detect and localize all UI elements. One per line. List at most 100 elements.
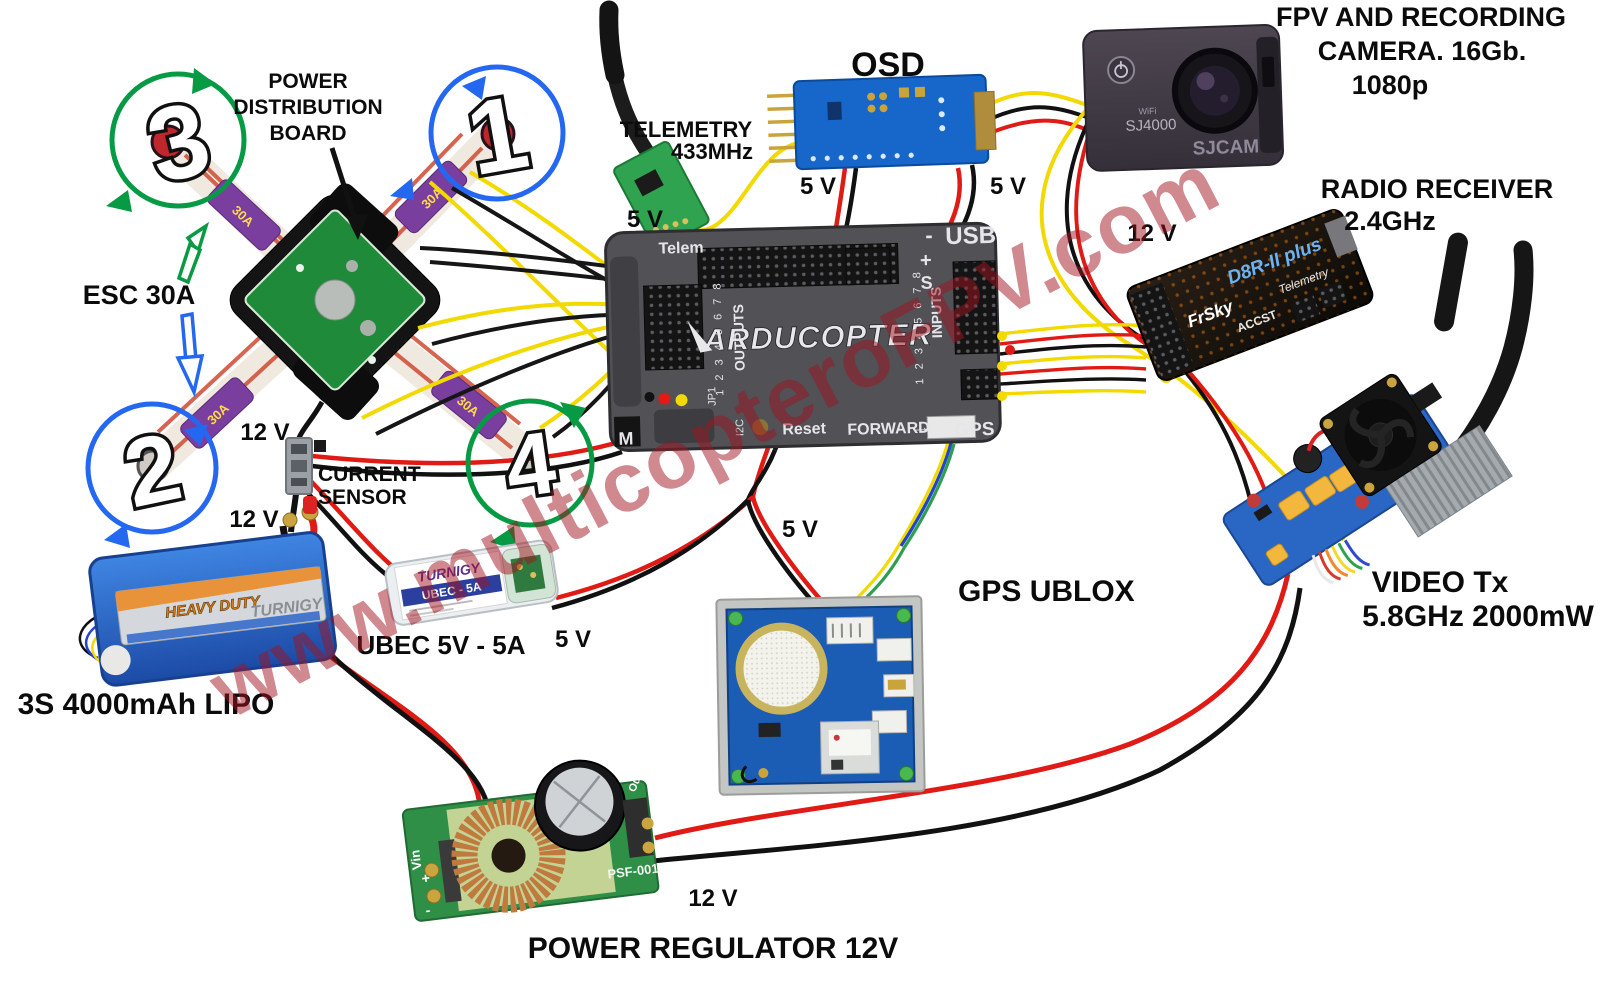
receiver-antenna-mount <box>1324 215 1358 258</box>
motor-1 <box>480 116 516 152</box>
apm-usb-label: USB <box>945 222 996 250</box>
motor3-number: 3 <box>137 80 221 207</box>
camera-model-text: SJ4000 <box>1125 116 1176 135</box>
voltage-label: 12 V <box>688 885 737 912</box>
motor-2 <box>136 449 170 483</box>
esc-blue-arrow-icon <box>180 311 198 365</box>
regulator-model-text: PSF-001 <box>607 861 660 882</box>
esc-blue-arrow-icon <box>175 354 205 398</box>
voltage-label: 12 V <box>240 419 289 446</box>
esc-green-arrow-icon <box>176 241 203 285</box>
pdb-pointer-line <box>329 147 358 221</box>
apm-gps-connector <box>926 414 977 440</box>
camera-wifi-text: WiFi <box>1138 106 1156 117</box>
battery-connector-heatshrink <box>303 496 317 514</box>
receiver-label: RADIO RECEIVER <box>1321 174 1554 204</box>
apm-inputs-label: INPUTS <box>928 287 945 339</box>
esc-label: ESC 30A <box>83 280 196 310</box>
gps-backup-battery <box>735 622 828 715</box>
apm-inputs-numbers: 1 2 3 4 5 6 7 8 <box>911 269 926 385</box>
osd-connector <box>973 90 997 151</box>
receiver-label: 2.4GHz <box>1344 206 1436 236</box>
receiver-antenna-icon <box>1434 232 1468 332</box>
current-sensor <box>285 437 326 495</box>
telemetry-label: TELEMETRY <box>620 117 753 142</box>
osd-board <box>766 73 997 171</box>
ubec: TURNIGY UBEC - 5A <box>384 539 559 626</box>
power-button-icon <box>1107 56 1136 85</box>
apm-outputs-label: OUTPUTS <box>730 304 748 371</box>
lipo-label: 3S 4000mAh LIPO <box>18 688 275 721</box>
apm-outputs-connector <box>643 284 705 371</box>
apm-pm-label: M <box>618 428 634 448</box>
camera-label: 1080p <box>1352 70 1429 100</box>
regulator-vin-text: Vin <box>407 849 424 871</box>
gps-antenna-pigtail <box>740 765 758 784</box>
motor2-arrow-icon <box>184 424 208 446</box>
fpv-camera: WiFi SJ4000 SJCAM <box>1082 23 1285 172</box>
pdb-pointer-arrowhead-icon <box>346 214 368 240</box>
motor4-rotation-circle <box>465 398 595 528</box>
apm-logo-swoosh <box>687 320 713 353</box>
telemetry-label: 433MHz <box>671 139 753 164</box>
voltage-label: 5 V <box>782 516 818 543</box>
gps-module <box>715 595 926 796</box>
osd-chip <box>827 101 842 121</box>
apm-i2c-label: I2C <box>734 419 746 436</box>
gps-data-wires <box>843 441 956 616</box>
lipo-battery: HEAVY DUTY TURNIGY <box>88 531 337 687</box>
pdb-label: BOARD <box>270 122 347 145</box>
apm-telem-label: Telem <box>658 239 703 257</box>
current-sensor-label: CURRENT <box>318 463 421 486</box>
voltage-label: 5 V <box>990 173 1026 200</box>
voltage-label: 12 V <box>1127 220 1176 247</box>
apm-gps-label: GPS <box>954 419 995 441</box>
servo-bundle <box>999 323 1147 396</box>
apm-jp1-label: JP1 <box>706 387 718 406</box>
apm-usb-s: S <box>920 273 933 293</box>
motor3-arrow-icon <box>192 68 216 94</box>
apm-usb-minus: - <box>925 222 933 247</box>
motor3-arrow-icon <box>106 190 132 212</box>
telemetry-antenna-icon <box>599 0 625 85</box>
apm-outputs-numbers: 1 2 3 4 5 6 7 8 <box>711 280 726 396</box>
power-regulator: Vin + - Out PSF-001 <box>401 759 660 922</box>
apm-pm-port <box>613 416 641 447</box>
motor4-arrow-icon <box>490 526 516 550</box>
power-distribution-board <box>244 209 426 391</box>
voltage-label: 12 V <box>229 506 278 533</box>
apm-screw <box>752 419 769 436</box>
regulator-label: POWER REGULATOR 12V <box>528 932 899 965</box>
voltage-label: 5 V <box>800 173 836 200</box>
motor2-rotation-circle <box>85 401 219 535</box>
voltage-label: 5 V <box>555 626 591 653</box>
vtx-inductor <box>1293 444 1323 474</box>
telemetry-chip <box>634 169 664 197</box>
quadcopter-frame: 30A 30A 30A 30A <box>136 116 549 483</box>
video-tx <box>1222 240 1534 586</box>
esc-patches: 30A 30A 30A 30A <box>180 160 507 449</box>
motor4-arrow-icon <box>560 402 586 428</box>
motor1-rotation-circle <box>428 64 566 202</box>
annotation-arrows <box>175 147 368 398</box>
osd-pads <box>810 97 946 162</box>
ubec-label: UBEC 5V - 5A <box>356 630 525 660</box>
motor1-arrow-icon <box>390 178 414 200</box>
power-5v-wires <box>551 447 828 612</box>
apm-usb-plus: + <box>920 250 932 272</box>
gps-label: GPS UBLOX <box>958 575 1135 608</box>
regulator-minus-text: - <box>425 902 432 918</box>
osd-label: OSD <box>851 46 925 84</box>
camera-label: FPV AND RECORDING <box>1276 2 1566 32</box>
camera-label: CAMERA. 16Gb. <box>1318 36 1527 66</box>
camera-side-ports <box>1256 36 1282 154</box>
camera-brand-text: SJCAM <box>1192 136 1259 159</box>
regulator-vtx-wires <box>652 573 1303 864</box>
video-tx-label: VIDEO Tx <box>1372 566 1509 599</box>
regulator-plus-text: + <box>421 869 431 886</box>
pdb-label: DISTRIBUTION <box>233 96 382 119</box>
voltage-labels: 5 V 5 V 5 V 12 V 12 V 12 V 5 V 5 V 12 V <box>229 173 1176 912</box>
wire-frame-sensor <box>296 400 325 440</box>
